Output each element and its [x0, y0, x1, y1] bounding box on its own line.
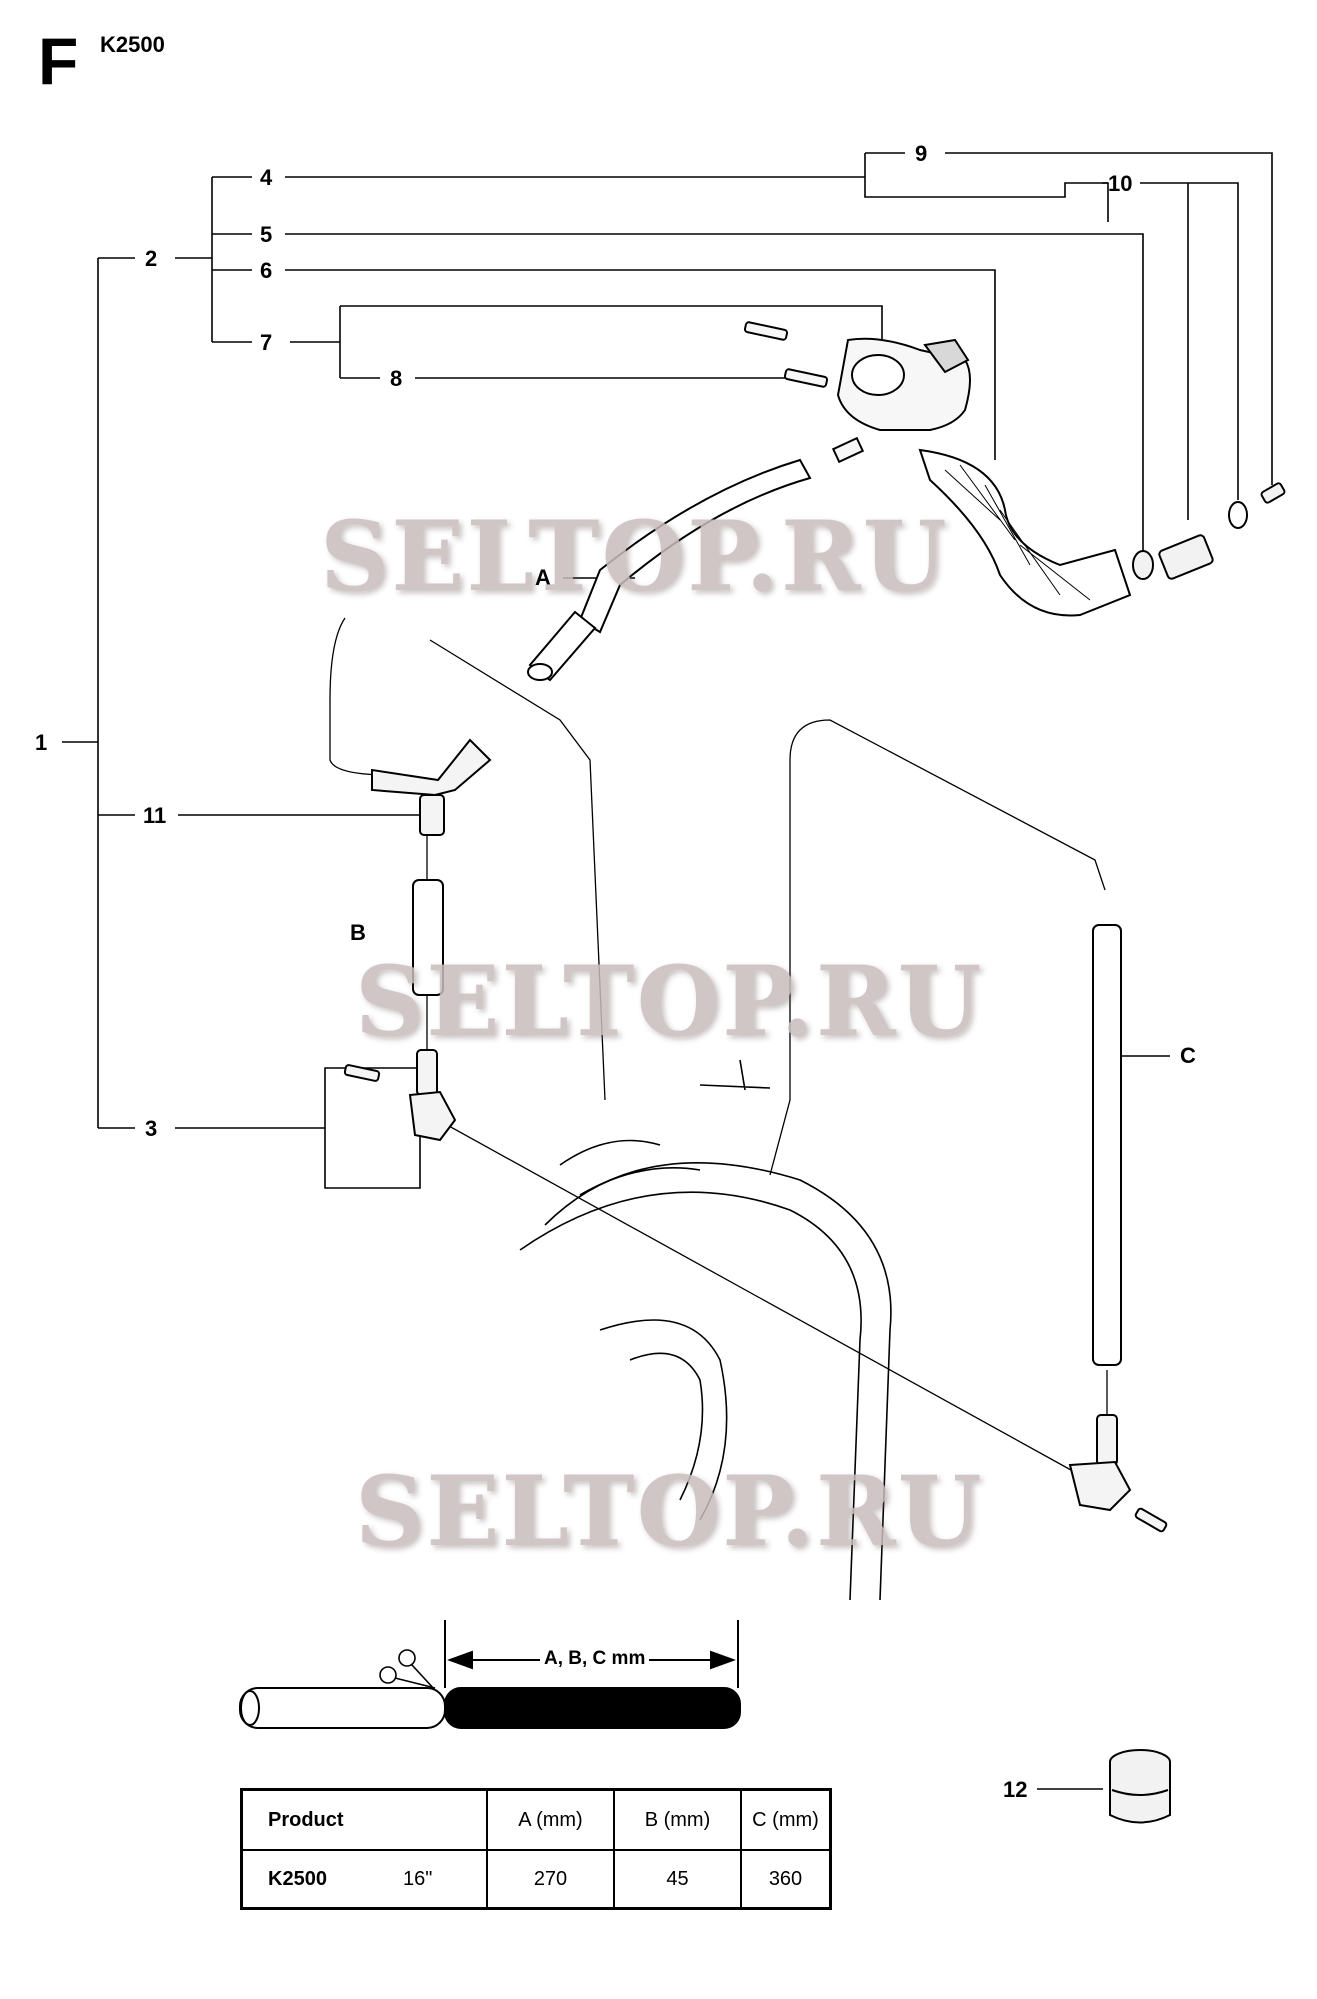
callout-6: 6 — [260, 258, 273, 283]
watermark: SELTOP.RU — [355, 945, 984, 1058]
scissors-icon — [379, 1649, 436, 1691]
cell-a: 270 — [486, 1850, 614, 1909]
guide-line-right — [769, 719, 1106, 1176]
right-valve — [1068, 1414, 1168, 1533]
screw-2 — [783, 368, 829, 388]
header-c: C (mm) — [740, 1789, 831, 1851]
watermark: SELTOP.RU — [355, 1455, 984, 1568]
part-12-fitting — [1109, 1749, 1171, 1824]
callout-9: 9 — [915, 141, 928, 166]
callout-4: 4 — [260, 165, 273, 190]
handle-valve — [743, 321, 971, 464]
nipple-upper — [831, 436, 865, 464]
header-b: B (mm) — [613, 1789, 741, 1851]
coupling-10 — [1158, 534, 1214, 580]
guide-line-top — [429, 639, 606, 1101]
callout-12: 12 — [1003, 1777, 1028, 1802]
lower-valve — [343, 1049, 457, 1142]
clamp-5 — [1132, 550, 1154, 580]
callout-2: 2 — [145, 246, 158, 271]
product-size: 16" — [403, 1867, 433, 1890]
table-header-row: Product A (mm) B (mm) C (mm) — [241, 1789, 831, 1851]
callout-11: 11 — [143, 803, 167, 828]
hose-b — [412, 879, 444, 996]
cell-product: K2500 16" — [242, 1850, 488, 1909]
header-product: Product — [241, 1789, 487, 1851]
callout-line-9 — [864, 152, 1273, 485]
screw-1 — [743, 321, 789, 341]
callout-line-10 — [1102, 182, 1239, 520]
guide-line-left — [329, 617, 391, 776]
hose-c — [1092, 924, 1122, 1366]
product-name: K2500 — [268, 1867, 327, 1890]
callout-3: 3 — [145, 1116, 158, 1141]
dimension-graphic — [239, 1620, 741, 1729]
section-letter: F — [38, 24, 79, 98]
machine-outline — [519, 1059, 892, 1601]
watermark: SELTOP.RU — [320, 500, 949, 613]
callout-7: 7 — [260, 330, 273, 355]
hose-connector-parts — [1132, 482, 1286, 580]
valve-lever — [923, 338, 970, 374]
dimension-label: A, B, C mm — [540, 1648, 650, 1670]
callout-10: 10 — [1108, 171, 1133, 196]
header-a: A (mm) — [486, 1789, 614, 1851]
table-row: K2500 16" 270 45 360 — [242, 1850, 831, 1909]
spec-table: Product A (mm) B (mm) C (mm) K2500 16" 2… — [240, 1788, 832, 1910]
callout-5: 5 — [260, 222, 273, 247]
cell-c: 360 — [740, 1850, 831, 1909]
callout-line-7a — [340, 305, 883, 345]
callout-box-3 — [324, 1067, 421, 1189]
model-header: K2500 — [100, 32, 165, 57]
valve-bore — [851, 354, 905, 396]
hose-label-c: C — [1180, 1043, 1196, 1068]
hose-sample-black — [444, 1687, 741, 1729]
oring-9a — [1228, 501, 1248, 529]
callout-1: 1 — [35, 730, 48, 755]
braided-hose — [918, 448, 1132, 617]
guide-line-diag — [419, 1109, 1081, 1476]
hose-sample-white — [239, 1687, 446, 1729]
hose-label-b: B — [350, 920, 366, 945]
cell-b: 45 — [613, 1850, 741, 1909]
callout-8: 8 — [390, 366, 403, 391]
callout-line-5 — [212, 233, 1144, 555]
hose-label-a: A — [535, 565, 551, 590]
hose-a — [527, 458, 812, 682]
callout-line-6 — [212, 269, 996, 460]
y-connector — [371, 738, 492, 836]
screw-9 — [1260, 482, 1286, 504]
